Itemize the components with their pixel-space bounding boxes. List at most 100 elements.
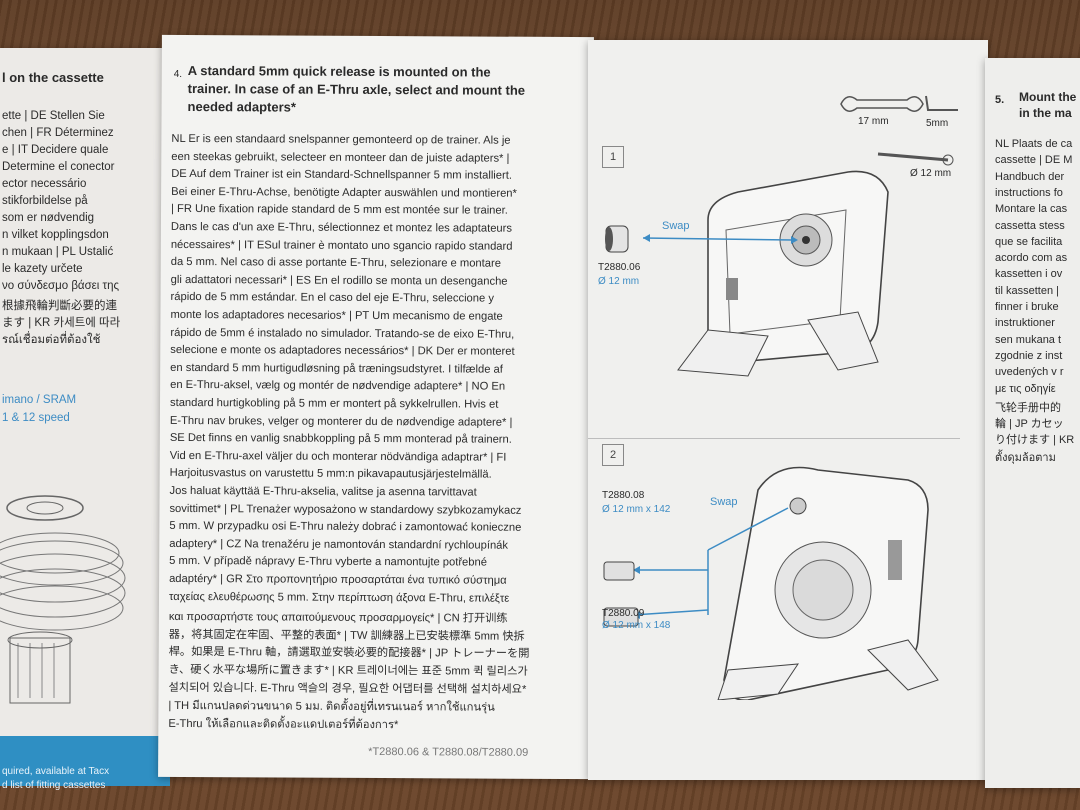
step4-title-1: A standard 5mm quick release is mounted … [187, 63, 491, 80]
step5-body-line: cassetta stess [995, 219, 1065, 232]
left-text-line: n vilket kopplingsdon [2, 229, 109, 241]
left-text-line: e | IT Decidere quale [2, 144, 109, 156]
step4-body-line: E-Thru ให้เลือกและติดตั้งอะแดปเตอร์ที่ต้… [168, 717, 399, 731]
swap-label-2: Swap [710, 496, 738, 508]
step4-body-line: | TH มีแกนปลดด่วนขนาด 5 มม. ติดตั้งอยู่ท… [168, 700, 495, 714]
cassette-illustration [0, 495, 126, 704]
part3-code: T2880.09 [602, 608, 645, 619]
step5-body-line: Montare la cas [995, 203, 1068, 216]
left-heading: l on the cassette [2, 70, 104, 85]
step4-body-line: NL Er is een standaard snelspanner gemon… [171, 132, 511, 147]
step5-body-line: ตั้งดุมล้อตาม [995, 451, 1056, 464]
wrench-icon [840, 96, 924, 112]
step4-body-line: adaptery* | CZ Na trenažéru je namontová… [169, 537, 509, 552]
left-blue-line-1: imano / SRAM [2, 394, 77, 406]
step4-body-line: 5 mm. V případě nápravy E-Thru vyberte a… [169, 555, 487, 569]
step5-body-line: 輪 | JP カセッ [995, 418, 1064, 431]
step5-body-line: kassetten i ov [995, 268, 1063, 281]
step5-body-line: sen mukana t [995, 333, 1062, 346]
step5-body-line: acordo com as [995, 252, 1068, 265]
step4-body-line: 설치되어 있습니다. E-Thru 액슬의 경우, 필요한 어댑터를 선택해 설… [168, 681, 527, 696]
part1-size: Ø 12 mm [598, 276, 640, 287]
hex-key-icon [925, 95, 958, 111]
left-text-line: stikforbildelse på [2, 195, 88, 207]
left-text-line: le kazety určete [2, 263, 83, 275]
left-text-line: ます | KR 카세트에 따라 [2, 317, 121, 329]
swap-label-1: Swap [662, 220, 690, 232]
part2-code: T2880.08 [602, 490, 645, 501]
step4-body-line: 器，将其固定在牢固、平整的表面* | TW 訓練器上已安裝標準 5mm 快拆 [168, 628, 525, 643]
step4-body-line: Bei einer E-Thru-Achse, benötigte Adapte… [171, 185, 517, 200]
step5-body-line: NL Plaats de ca [995, 138, 1073, 150]
strip-line-2: d list of fitting cassettes [2, 780, 106, 791]
left-text-line: Determine el conector [2, 161, 115, 173]
step5-body-line: zgodnie z inst [995, 349, 1063, 362]
step4-body-line: Vid en E-Thru-axel väljer du och montera… [169, 449, 507, 464]
step4-body-line: nécessaires* | IT ESul trainer è montato… [170, 238, 513, 253]
step4-body-line: ταχείας ελευθέρωσης 5 mm. Στην περίπτωση… [168, 590, 510, 605]
step5-title-2: in the ma [1019, 106, 1072, 120]
left-text-line: som er nødvendig [2, 212, 95, 224]
step5-number: 5. [995, 94, 1005, 106]
step4-body-line: monte los adaptadores necesarios* | PT U… [170, 308, 503, 323]
step4-body-line: και προσαρτήστε τους απαιτούμενους προσα… [168, 611, 508, 625]
left-text-line: ette | DE Stellen Sie [2, 110, 105, 122]
hex-size-label: 5mm [926, 118, 949, 129]
left-text-line: n mukaan | PL Ustalić [2, 246, 114, 258]
step4-body-line: Dans le cas d'un axe E-Thru, sélectionne… [170, 220, 513, 235]
step4-body-line: rápido de 5mm é instalado no simulador. … [170, 326, 515, 341]
axle-icon [877, 152, 949, 162]
step4-title-3: needed adapters* [187, 99, 296, 115]
step4-body-line: selecione e monte os adaptadores necessá… [170, 344, 515, 358]
figure-page: 17 mm 5mm Ø 12 mm 1 2 Swap T2880.06 Ø 12… [588, 40, 988, 780]
step4-body-line: Jos haluat käyttää E-Thru-akselia, valit… [169, 484, 477, 499]
step5-body-line: uvedených v r [995, 366, 1064, 379]
step4-body-line: Harjoitusvastus on varustettu 5 mm:n pik… [169, 467, 492, 481]
step4-body-line: き、硬く水平な場所に置きます* | KR 트레이너에는 표준 5mm 퀵 릴리스… [168, 663, 528, 678]
part2-size: Ø 12 mm x 142 [602, 504, 671, 515]
step4-body-line: rápido de 5 mm estándar. En el caso del … [170, 291, 494, 306]
step5-body-line: με τις οδηγίε [995, 382, 1056, 395]
step4-body-line: SE Det finns en vanlig snabbkoppling på … [169, 432, 512, 446]
left-blue-line-2: 1 & 12 speed [2, 412, 70, 424]
step4-body-line: | FR Une fixation rapide standard de 5 m… [171, 203, 508, 218]
step4-body-line: 5 mm. W przypadku osi E-Thru należy dobr… [169, 520, 522, 534]
step5-body-line: Handbuch der [995, 170, 1065, 183]
step4-number: 4. [173, 68, 183, 80]
step5-body-line: til kassetten | [995, 284, 1059, 297]
step4-body-line: E-Thru nav brukes, velger og monterer du… [169, 414, 513, 429]
step5-body-line: instructions fo [995, 186, 1063, 199]
left-text-line: 根據飛輪判斷必要的連 [2, 300, 117, 312]
figure-box-2: 2 [602, 444, 624, 466]
left-text-line: รณ์เชื่อมต่อที่ต้องใช้ [2, 334, 101, 346]
trainer-illustration-1 [605, 170, 889, 377]
left-text-line: ector necessário [2, 178, 87, 190]
part3-size: Ø 12 mm x 148 [602, 620, 671, 631]
left-text-line: νο σύνδεσμο βάσει της [2, 280, 120, 292]
strip-line-1: quired, available at Tacx [2, 766, 110, 777]
step4-body-line: gli adattatori necessari* | ES En el rod… [170, 273, 508, 288]
step4-body-line: en E-Thru-aksel, vælg og montér de nødve… [170, 379, 506, 394]
step5-body-line: que se facilita [995, 235, 1063, 248]
left-text-line: chen | FR Déterminez [2, 127, 114, 139]
step4-body-line: adaptéry* | GR Στο προπονητήριο προσαρτά… [169, 572, 507, 587]
step4-body-line: sovittimet* | PL Trenażer wyposażono w s… [169, 502, 522, 517]
step4-body-line: da 5 mm. Nel caso di asse portante E-Thr… [170, 256, 501, 270]
step4-title-2: trainer. In case of an E-Thru axle, sele… [187, 81, 526, 98]
step4-body-line: DE Auf dem Trainer ist ein Standard-Schn… [171, 168, 513, 182]
figure-box-1: 1 [602, 146, 624, 168]
middle-page: 4. A standard 5mm quick release is mount… [158, 34, 594, 780]
step4-body-line: standard hurtigkobling på 5 mm er monter… [169, 396, 499, 411]
step5-body-line: instruktioner [995, 317, 1055, 330]
step5-body-line: り付けます | KR [995, 434, 1075, 447]
tools-illustration [840, 95, 958, 166]
step4-body-line: een steekas gebruikt, selecteer en monte… [171, 150, 510, 165]
wrench-size-label: 17 mm [858, 116, 889, 127]
figure-divider [588, 438, 960, 439]
step4-footnote: *T2880.06 & T2880.08/T2880.09 [368, 745, 529, 759]
step4-body-line: 桿。如果是 E-Thru 軸，請選取並安裝必要的配接器* | JP トレーナーを… [168, 646, 530, 661]
step5-body-line: cassette | DE M [995, 154, 1073, 167]
left-blue-strip: quired, available at Tacx d list of fitt… [0, 736, 170, 791]
step4-body-line: en standard 5 mm hurtigudløsning på træn… [170, 361, 503, 376]
